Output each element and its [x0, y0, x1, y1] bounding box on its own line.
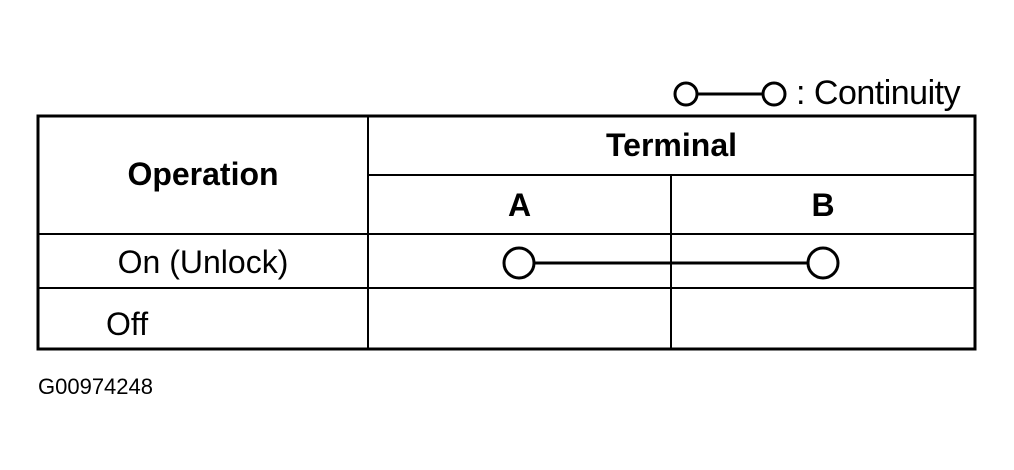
continuity-symbol-icon	[673, 81, 787, 107]
legend-label: : Continuity	[796, 73, 961, 112]
terminal-b-contact	[806, 246, 840, 280]
continuity-mark-row-1	[502, 246, 840, 280]
operation-header: Operation	[127, 156, 279, 192]
row-operation-off: Off	[106, 306, 149, 342]
terminal-header: Terminal	[606, 127, 737, 163]
row-operation-on-unlock: On (Unlock)	[117, 244, 289, 280]
continuity-legend: : Continuity	[672, 70, 961, 116]
terminal-b-header: B	[811, 187, 835, 223]
terminal-a-contact	[502, 246, 536, 280]
terminal-a-header: A	[507, 187, 532, 223]
figure-id: G00974248	[38, 374, 153, 399]
